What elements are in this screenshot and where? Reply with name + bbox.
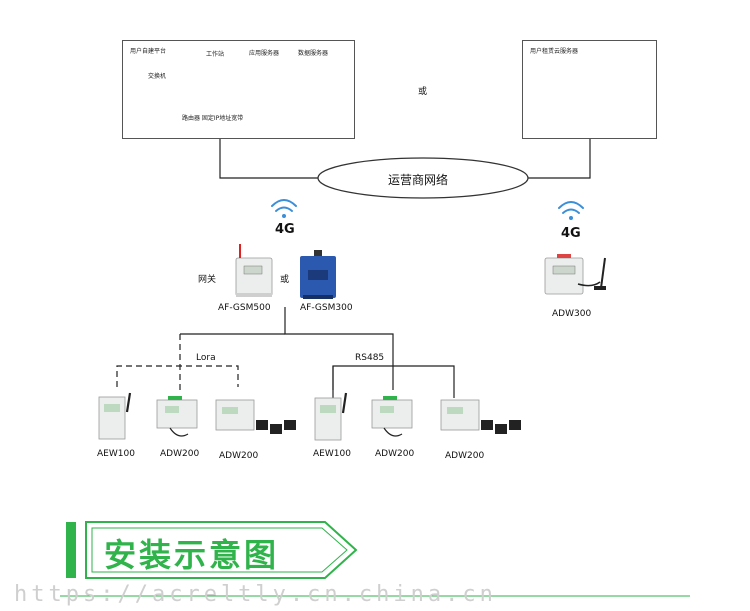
- left-4g-label: 4G: [275, 222, 295, 237]
- right-box-title: 用户租赁云服务器: [530, 48, 579, 55]
- gateway-label: 网关: [198, 275, 217, 285]
- router-label: 路由器 固定IP地址宽带: [182, 115, 244, 122]
- gateway-gsm300-device: [300, 250, 336, 299]
- lora-dashed-lines: [116, 334, 239, 393]
- cloud-label: Cloud: [586, 74, 612, 83]
- connection-lines: [180, 138, 591, 398]
- meter-adw200-b: [215, 399, 296, 434]
- lora-label: Lora: [196, 353, 216, 363]
- left-box-title: 用户自建平台: [130, 48, 167, 55]
- meter-label: ADW200: [445, 451, 485, 461]
- gsm300-label: AF-GSM300: [300, 303, 353, 313]
- meter-label: ADW200: [160, 449, 200, 459]
- workstation-label: 工作站: [206, 51, 225, 58]
- or-mid-label: 或: [280, 275, 290, 285]
- meter-label: ADW200: [375, 449, 415, 459]
- right-4g-label: 4G: [561, 226, 581, 241]
- switch-label: 交换机: [148, 73, 167, 80]
- meter-label: AEW100: [313, 449, 351, 459]
- gsm500-label: AF-GSM500: [218, 303, 271, 313]
- or-top-label: 或: [418, 87, 428, 97]
- watermark-text: https://acreltly.cn.china.cn: [14, 582, 497, 607]
- meter-adw200-c: [371, 396, 413, 437]
- wifi-icon: [271, 199, 297, 218]
- meter-label: AEW100: [97, 449, 135, 459]
- app-server-label: 应用服务器: [249, 50, 280, 57]
- meter-adw200-d: [440, 399, 521, 434]
- db-server-label: 数据服务器: [298, 50, 329, 57]
- adw300-label: ADW300: [552, 309, 592, 319]
- rs485-label: RS485: [355, 353, 385, 363]
- operator-network-ellipse: [317, 157, 529, 199]
- self-built-platform-box: [122, 40, 355, 139]
- meter-aew100-left: [98, 392, 132, 440]
- banner-shape: [66, 521, 358, 579]
- operator-network-label: 运营商网络: [388, 173, 449, 187]
- banner-title: 安装示意图: [104, 536, 280, 574]
- wifi-icon: [558, 201, 584, 220]
- adw300-device: [544, 254, 606, 295]
- meter-adw200-a: [156, 396, 198, 437]
- cloud-server-box: [522, 40, 657, 139]
- gateway-gsm500-device: [235, 244, 273, 297]
- meter-label: ADW200: [219, 451, 259, 461]
- meter-aew100-right: [314, 392, 348, 441]
